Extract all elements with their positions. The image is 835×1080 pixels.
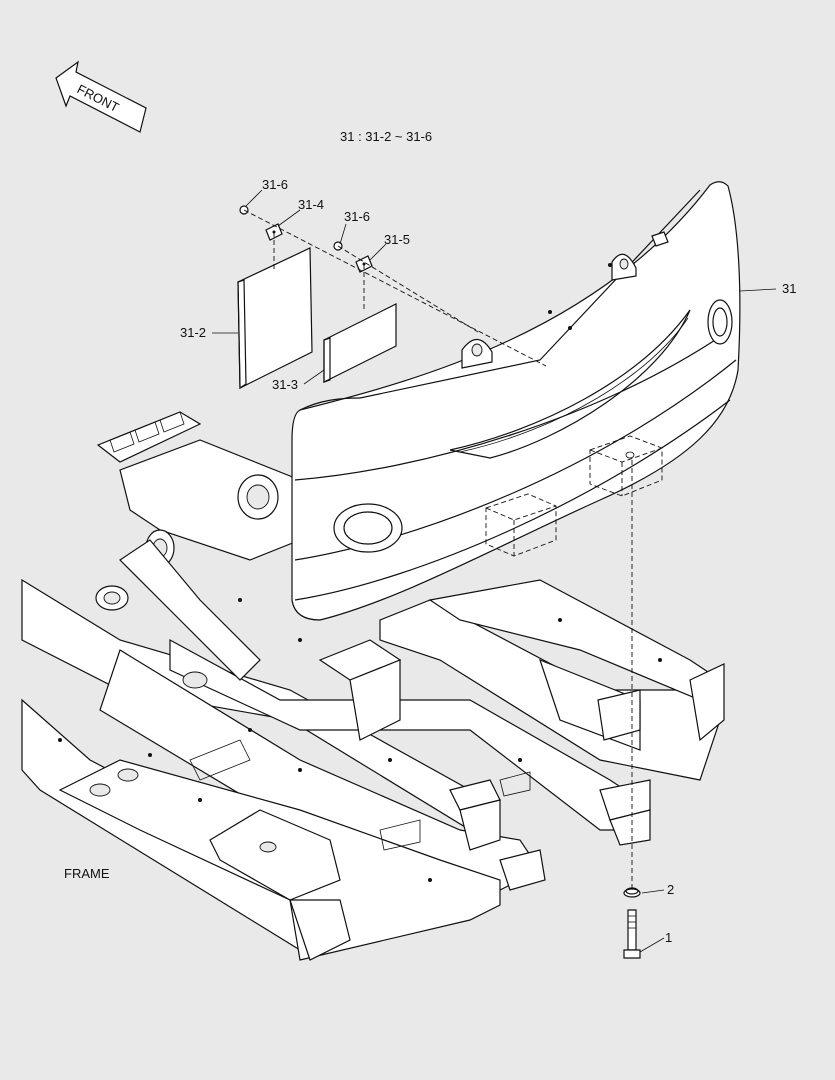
counterweight [291, 181, 741, 621]
balance-plate-31-2 [237, 247, 313, 390]
front-arrow-icon: FRONT [55, 60, 147, 133]
washer-2 [623, 887, 641, 898]
callout-31-6-upper: 31-6 [262, 177, 288, 192]
callout-31-3: 31-3 [272, 377, 298, 392]
balance-plate-31-3 [323, 303, 397, 383]
frame-label: FRAME [64, 866, 110, 881]
callout-31-4: 31-4 [298, 197, 324, 212]
callout-31-2: 31-2 [180, 325, 206, 340]
callout-2: 2 [667, 882, 674, 897]
callout-31: 31 [782, 281, 796, 296]
assembly-note: 31 : 31-2 ~ 31-6 [340, 129, 432, 144]
frame-assembly [21, 411, 725, 961]
bolt-1 [623, 909, 641, 959]
callout-1: 1 [665, 930, 672, 945]
callout-31-6-lower: 31-6 [344, 209, 370, 224]
callout-31-5: 31-5 [384, 232, 410, 247]
